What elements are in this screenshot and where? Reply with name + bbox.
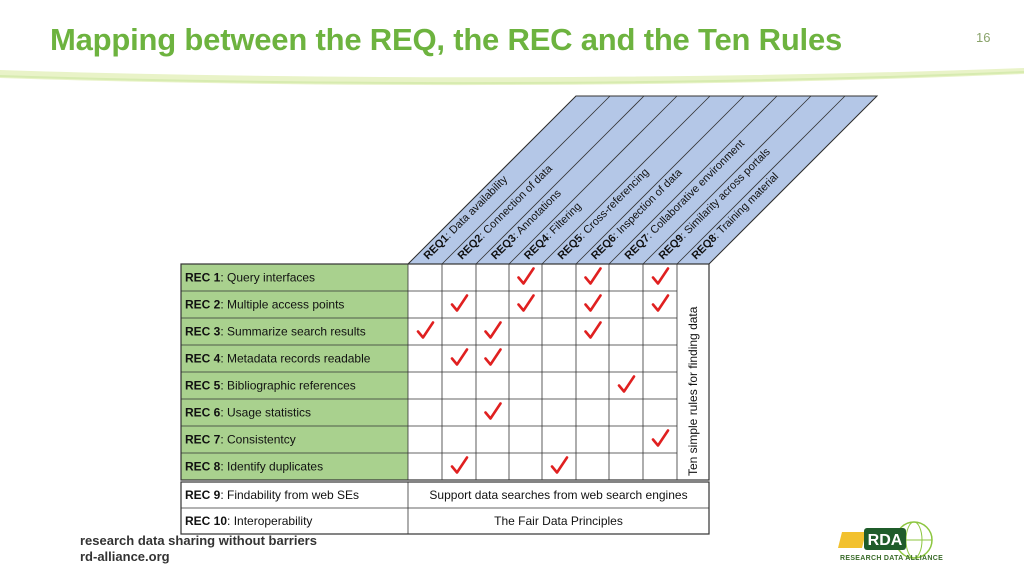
- page-number: 16: [976, 30, 991, 45]
- req-header-divider: [541, 95, 711, 265]
- extra-rec-label: REC 9: Findability from web SEs: [185, 488, 359, 502]
- req-header-divider: [676, 95, 846, 265]
- check-mark: [450, 294, 469, 312]
- check-mark: [450, 348, 469, 366]
- check-mark: [651, 429, 670, 447]
- check-mark: [651, 267, 670, 285]
- req-header-divider: [608, 95, 778, 265]
- rec-label: REC 3: Summarize search results: [185, 325, 366, 339]
- extra-rows: REC 9: Findability from web SEs Support d…: [180, 481, 710, 535]
- extra-rec-value: Support data searches from web search en…: [429, 488, 687, 502]
- extra-rec-label: REC 10: Interoperability: [185, 514, 312, 528]
- rec-label: REC 7: Consistentcy: [185, 433, 296, 447]
- check-mark: [517, 267, 535, 285]
- req-header-divider: [508, 95, 678, 265]
- rda-logo-caption: RESEARCH DATA ALLIANCE: [840, 555, 944, 562]
- rec-label: REC 2: Multiple access points: [185, 298, 344, 312]
- check-mark: [484, 321, 502, 339]
- footer-url: rd-alliance.org: [80, 549, 170, 564]
- check-mark: [550, 456, 569, 474]
- rec-label: REC 6: Usage statistics: [185, 406, 311, 420]
- check-mark: [484, 348, 502, 366]
- req-header-divider: [475, 95, 645, 265]
- check-mark: [617, 375, 636, 393]
- check-mark: [584, 267, 602, 285]
- rec-label: REC 1: Query interfaces: [185, 271, 315, 285]
- req-header-divider: [407, 95, 577, 265]
- footer-tagline: research data sharing without barriers: [80, 533, 317, 548]
- rec-label: REC 8: Identify duplicates: [185, 460, 323, 474]
- grid-lines: [180, 263, 710, 481]
- rda-logo: RDA: [838, 521, 933, 559]
- req-header-divider: [708, 95, 878, 265]
- req-header-divider: [441, 95, 611, 265]
- checks: [416, 267, 670, 474]
- check-mark: [517, 294, 535, 312]
- check-mark: [484, 402, 502, 420]
- req-header-divider: [575, 95, 745, 265]
- check-mark: [651, 294, 670, 312]
- side-label: Ten simple rules for finding data: [686, 306, 700, 476]
- check-mark: [450, 456, 469, 474]
- check-mark: [584, 294, 602, 312]
- req-header-divider: [642, 95, 812, 265]
- extra-rec-value: The Fair Data Principles: [494, 514, 623, 528]
- rec-label: REC 4: Metadata records readable: [185, 352, 371, 366]
- rda-logo-text: RDA: [868, 532, 903, 549]
- rec-label: REC 5: Bibliographic references: [185, 379, 356, 393]
- check-mark: [416, 321, 435, 339]
- slide-title: Mapping between the REQ, the REC and the…: [50, 22, 843, 57]
- check-mark: [584, 321, 602, 339]
- title-underline-band: [0, 68, 1024, 86]
